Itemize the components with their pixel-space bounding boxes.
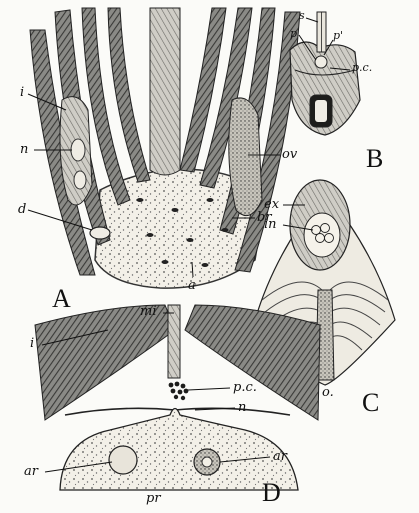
panel-letter-a: A	[52, 286, 71, 312]
label-b-s: s	[299, 10, 305, 21]
panel-a-drawing	[30, 8, 300, 288]
panel-letter-d: D	[262, 480, 281, 506]
label-c-in: in	[264, 218, 277, 231]
label-c-ex: ex	[264, 198, 279, 211]
label-d-pc: p.c.	[233, 381, 257, 394]
label-d-ar-left: ar	[24, 465, 38, 478]
label-d-i: i	[30, 337, 34, 350]
label-a-i: i	[20, 86, 24, 99]
panel-b-drawing	[290, 12, 360, 135]
label-a-d: d	[18, 203, 26, 216]
label-c-o: o.	[322, 386, 334, 399]
label-b-pc: p.c.	[352, 62, 372, 73]
label-b-p: p	[290, 28, 297, 39]
label-d-n: n	[238, 401, 246, 414]
label-a-a: a	[188, 279, 196, 292]
label-b-p-prime: p'	[333, 30, 343, 41]
label-a-ov: ov	[282, 148, 297, 161]
panel-letter-c: C	[362, 390, 379, 416]
label-a-n: n	[20, 143, 28, 156]
label-d-ar-right: ar	[273, 450, 287, 463]
label-d-mi: mi	[140, 305, 157, 318]
panel-letter-b: B	[366, 146, 383, 172]
label-d-pr: pr	[146, 492, 161, 505]
